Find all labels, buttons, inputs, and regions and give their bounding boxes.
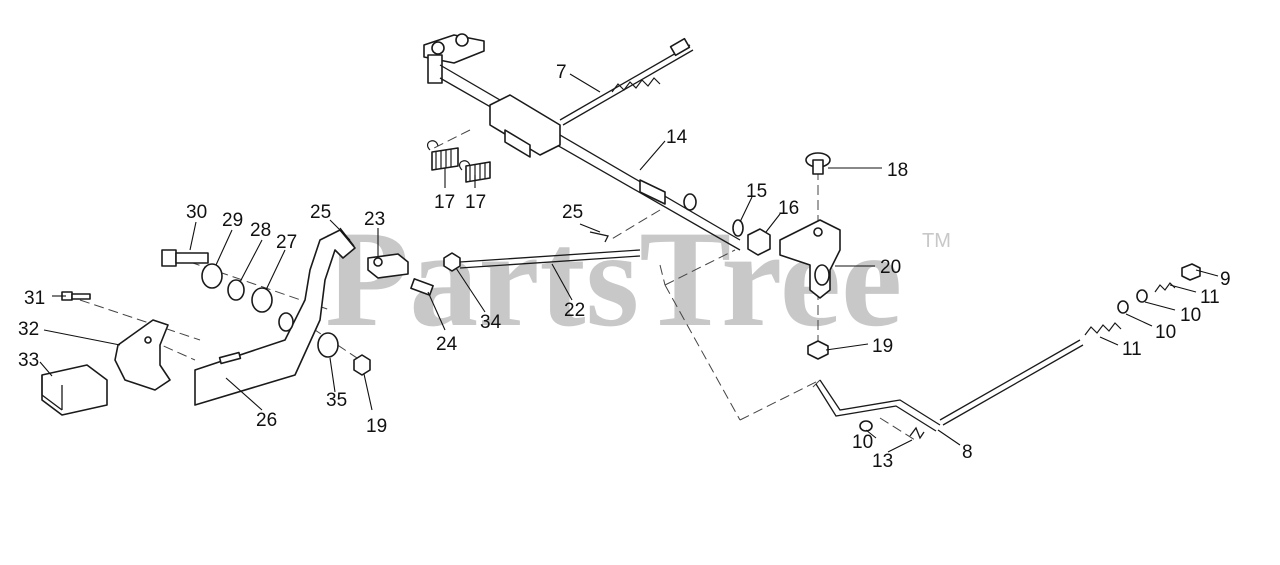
callout-10-mid: 10 (1155, 322, 1176, 343)
clevis-23 (367, 253, 409, 279)
spring-17a (427, 140, 459, 171)
callout-29: 29 (222, 210, 243, 231)
bracket-20 (779, 219, 841, 299)
callout-10-lower: 10 (852, 432, 873, 453)
ring-15 (732, 219, 744, 237)
callout-10-right: 10 (1180, 305, 1201, 326)
pin-24 (410, 278, 434, 296)
rod-assembly-7 (559, 37, 694, 126)
callout-19-left: 19 (366, 416, 387, 437)
callout-8: 8 (962, 442, 973, 463)
cotter-25-mid (589, 231, 609, 243)
callout-28: 28 (250, 220, 271, 241)
spring-17b (459, 160, 491, 183)
callout-16: 16 (778, 198, 799, 219)
watermark-trademark: TM (922, 230, 951, 252)
callout-leaders (39, 73, 1219, 453)
callout-17b: 17 (465, 192, 486, 213)
bolt-31 (61, 291, 91, 301)
pedal-pad-33 (41, 364, 108, 416)
callout-19-right: 19 (872, 336, 893, 357)
callout-11-right: 11 (1200, 287, 1220, 308)
washer-27 (251, 287, 273, 313)
rod-22 (459, 249, 641, 269)
callout-15: 15 (746, 181, 767, 202)
callout-20: 20 (880, 257, 901, 278)
callout-25-mid: 25 (562, 202, 583, 223)
callout-9: 9 (1220, 269, 1231, 290)
callout-33: 33 (18, 350, 39, 371)
callout-13: 13 (872, 451, 893, 472)
callout-11-mid: 11 (1122, 339, 1142, 360)
callout-14: 14 (666, 127, 688, 148)
nut-19-left (353, 354, 371, 376)
nut-19-right (807, 340, 829, 360)
bushing-29 (201, 263, 223, 289)
callout-34: 34 (480, 312, 502, 333)
bolt-30 (161, 249, 209, 267)
washer-28 (227, 279, 245, 301)
nut-34 (443, 252, 461, 272)
callout-24: 24 (436, 334, 458, 355)
callout-17a: 17 (434, 192, 455, 213)
rod-assembly-8 (815, 263, 1201, 440)
callout-22: 22 (564, 300, 585, 321)
shaft-assembly-14 (423, 33, 741, 251)
callout-30: 30 (186, 202, 207, 223)
callout-32: 32 (18, 319, 39, 340)
callout-31: 31 (24, 288, 45, 309)
callout-26: 26 (256, 410, 277, 431)
callout-27: 27 (276, 232, 297, 253)
pedal-bracket-32 (114, 319, 171, 391)
callout-25-left: 25 (310, 202, 331, 223)
pedal-arm-26 (194, 229, 356, 406)
callout-35: 35 (326, 390, 347, 411)
nut-16 (747, 228, 771, 256)
callout-7: 7 (556, 62, 567, 83)
callout-23: 23 (364, 209, 385, 230)
callout-18: 18 (887, 160, 908, 181)
callout-labels: 7 14 17 17 18 15 16 20 9 11 10 10 11 19 … (18, 62, 1231, 472)
pin-18 (805, 152, 831, 175)
washer-35 (317, 332, 339, 358)
